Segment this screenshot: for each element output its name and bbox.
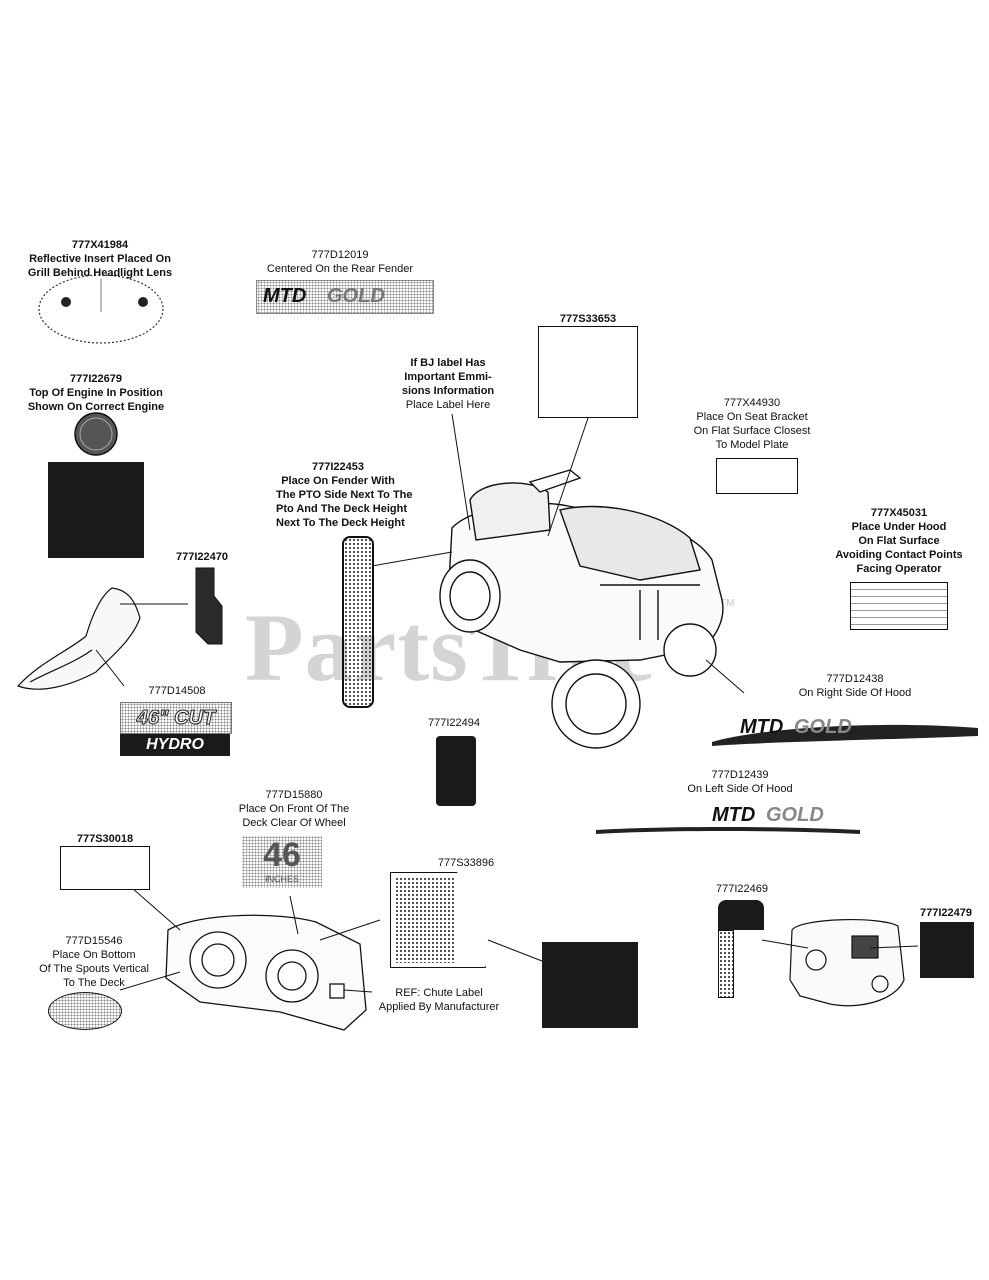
decal-part-777I22679: 777I22679: [70, 373, 122, 385]
decal-desc-777D15880-line1: Place On Front Of The: [238, 803, 350, 815]
warning-decal-777S33653: [538, 326, 638, 418]
decal-part-777S33896: 777S33896: [437, 857, 495, 869]
decal-desc-777D15546-line3: To The Deck: [63, 977, 125, 989]
instruction-decal-777I22494: [436, 736, 476, 806]
decal-desc-777I22679-line2: Shown On Correct Engine: [27, 401, 165, 413]
gold-logo-text: GOLD: [327, 285, 385, 307]
right-hood-gold-text: GOLD: [794, 716, 852, 738]
bracket-decal-777I22470: [195, 567, 223, 645]
watermark-trademark: TM: [720, 598, 735, 609]
caution-decal-777S30018: [60, 846, 150, 890]
decal-part-777I22469: 777I22469: [716, 883, 768, 895]
shroud-decal-777I22479: [920, 922, 974, 978]
decal-desc-777I22453-line3: Pto And The Deck Height: [276, 503, 407, 515]
pto-fender-decal: [342, 536, 374, 708]
decal-desc-777D12438: On Right Side Of Hood: [798, 687, 912, 699]
rear-fender-decal: MTD GOLD: [256, 280, 434, 314]
right-hood-decal-shape: [712, 724, 978, 746]
engine-shroud-drawing: [789, 919, 905, 1007]
reflective-dot-right: [138, 297, 148, 307]
deck-size-unit: INCHES: [264, 874, 299, 884]
decal-desc-777I22453-line2: The PTO Side Next To The: [276, 489, 413, 501]
decal-desc-777X45031-line3: Avoiding Contact Points: [835, 549, 963, 561]
ref-chute-label-line2: Applied By Manufacturer: [378, 1001, 500, 1013]
reflective-insert-oval: [38, 274, 164, 344]
decal-part-777I22479: 777I22479: [920, 907, 972, 919]
decal-desc-777X41984-line1: Reflective Insert Placed On: [29, 253, 171, 265]
deck-size-number: 46: [263, 836, 301, 874]
decal-part-777D15546: 777D15546: [65, 935, 123, 947]
left-hood-gold-text: GOLD: [766, 804, 824, 826]
decal-desc-777X45031-line1: Place Under Hood: [851, 521, 947, 533]
ref-chute-label-line1: REF: Chute Label: [395, 987, 483, 999]
decal-desc-777D12439: On Left Side Of Hood: [687, 783, 793, 795]
decal-desc-777D12019: Centered On the Rear Fender: [266, 263, 414, 275]
decal-part-777I22470: 777I22470: [176, 551, 228, 563]
model-plate-decal: [716, 458, 798, 494]
engine-top-badge: [74, 412, 118, 456]
decal-part-777D14508: 777D14508: [148, 685, 206, 697]
bj-label-line1: If BJ label Has: [410, 357, 486, 369]
decal-desc-777D15546-line2: Of The Spouts Vertical: [39, 963, 149, 975]
decal-part-777D12019: 777D12019: [311, 249, 369, 261]
decal-desc-777X45031-line4: Facing Operator: [856, 563, 942, 575]
decal-desc-777I22453-line4: Next To The Deck Height: [276, 517, 405, 529]
deck-size-decal: 46 INCHES: [242, 836, 322, 888]
decal-desc-777X44930-line1: Place On Seat Bracket: [696, 411, 808, 423]
bj-label-line2: Important Emmi-: [404, 371, 492, 383]
decal-desc-777I22679-line1: Top Of Engine In Position: [29, 387, 163, 399]
left-hood-mtd-text: MTD: [712, 804, 756, 826]
decal-desc-777D15880-line2: Deck Clear Of Wheel: [242, 817, 346, 829]
decal-desc-777D15546-line1: Place On Bottom: [52, 949, 136, 961]
engine-instruction-decal: [48, 462, 144, 558]
shroud-decal-777I22469-top: [718, 900, 764, 930]
decal-part-777I22453: 777I22453: [312, 461, 364, 473]
decal-part-777S33653: 777S33653: [559, 313, 617, 325]
decal-part-777X45031: 777X45031: [870, 507, 928, 519]
mtd-logo-text: MTD: [263, 285, 307, 307]
cut-size-decal: 46" CUT: [120, 702, 232, 734]
bj-label-line3: sions Information: [401, 385, 495, 397]
decal-desc-777X41984-line2: Grill Behind Headlight Lens: [27, 267, 173, 279]
decal-desc-777X44930-line3: To Model Plate: [715, 439, 789, 451]
hydro-decal: HYDRO: [120, 734, 230, 756]
spout-oval-decal: [48, 992, 122, 1030]
chute-photo-decal: [542, 942, 638, 1028]
bj-label-line4: Place Label Here: [405, 399, 491, 411]
under-hood-decal: [850, 582, 948, 630]
fender-drawing: [16, 587, 141, 690]
decal-part-777D12438: 777D12438: [826, 673, 884, 685]
reflective-dot-left: [61, 297, 71, 307]
decal-part-777D15880: 777D15880: [265, 789, 323, 801]
decal-desc-777X45031-line2: On Flat Surface: [858, 535, 940, 547]
shroud-decal-777I22469-strip: [718, 930, 734, 998]
decal-part-777D12439: 777D12439: [711, 769, 769, 781]
decal-desc-777X44930-line2: On Flat Surface Closest: [693, 425, 811, 437]
left-hood-decal-shape: [596, 827, 860, 834]
decal-part-777S30018: 777S30018: [76, 833, 134, 845]
decal-part-777X41984: 777X41984: [71, 239, 129, 251]
lawn-tractor-drawing: [439, 469, 724, 749]
mower-deck-drawing: [165, 914, 367, 1031]
decal-part-777I22494: 777I22494: [428, 717, 480, 729]
decal-desc-777I22453-line1: Place On Fender With: [281, 475, 395, 487]
decal-part-777X44930: 777X44930: [723, 397, 781, 409]
right-hood-mtd-text: MTD: [740, 716, 784, 738]
